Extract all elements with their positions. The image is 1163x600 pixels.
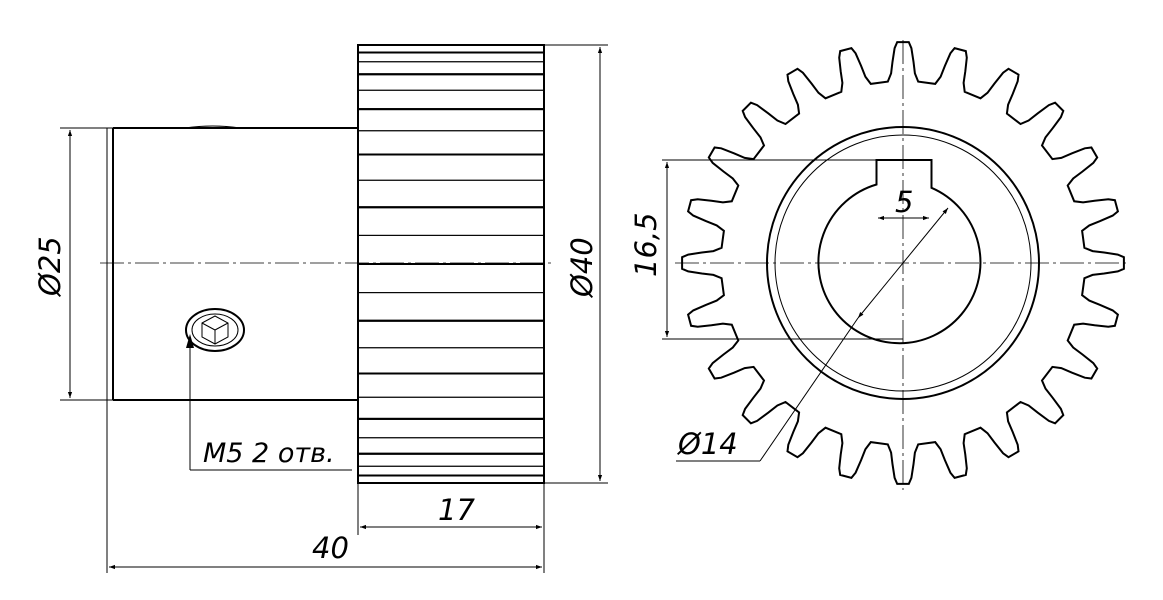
keyway-width-label: 5 [895,185,913,219]
bore-diameter-label: Ø14 [677,427,738,461]
total-length-label: 40 [312,531,349,565]
shaft-diameter-label: Ø25 [33,236,67,297]
bore-diameter-dimension: Ø14 [676,207,949,462]
side-view: Ø25 Ø40 17 40 M5 2 отв. [33,44,608,573]
gear-profile [681,41,1125,485]
set-screw-note: M5 2 отв. [203,438,335,469]
keyway-depth-dimension: 16,5 [629,159,903,340]
tooth-lines [359,51,543,477]
front-view: 5 16,5 Ø14 [629,40,1130,490]
gear-side [357,44,545,484]
gear-width-dimension: 17 [357,483,545,573]
bore-with-keyway [817,159,982,345]
keyway-width-dimension: 5 [878,185,929,221]
gear-width-label: 17 [438,493,475,527]
set-screw-leader: M5 2 отв. [186,334,352,471]
shaft-diameter-dimension: Ø25 [33,127,107,401]
keyway-depth-label: 16,5 [629,212,663,277]
hub-body [106,125,358,401]
total-length-dimension: 40 [106,400,542,573]
gear-diameter-label: Ø40 [565,237,599,298]
set-screw-hole [185,308,245,352]
gear-diameter-dimension: Ø40 [544,44,608,484]
